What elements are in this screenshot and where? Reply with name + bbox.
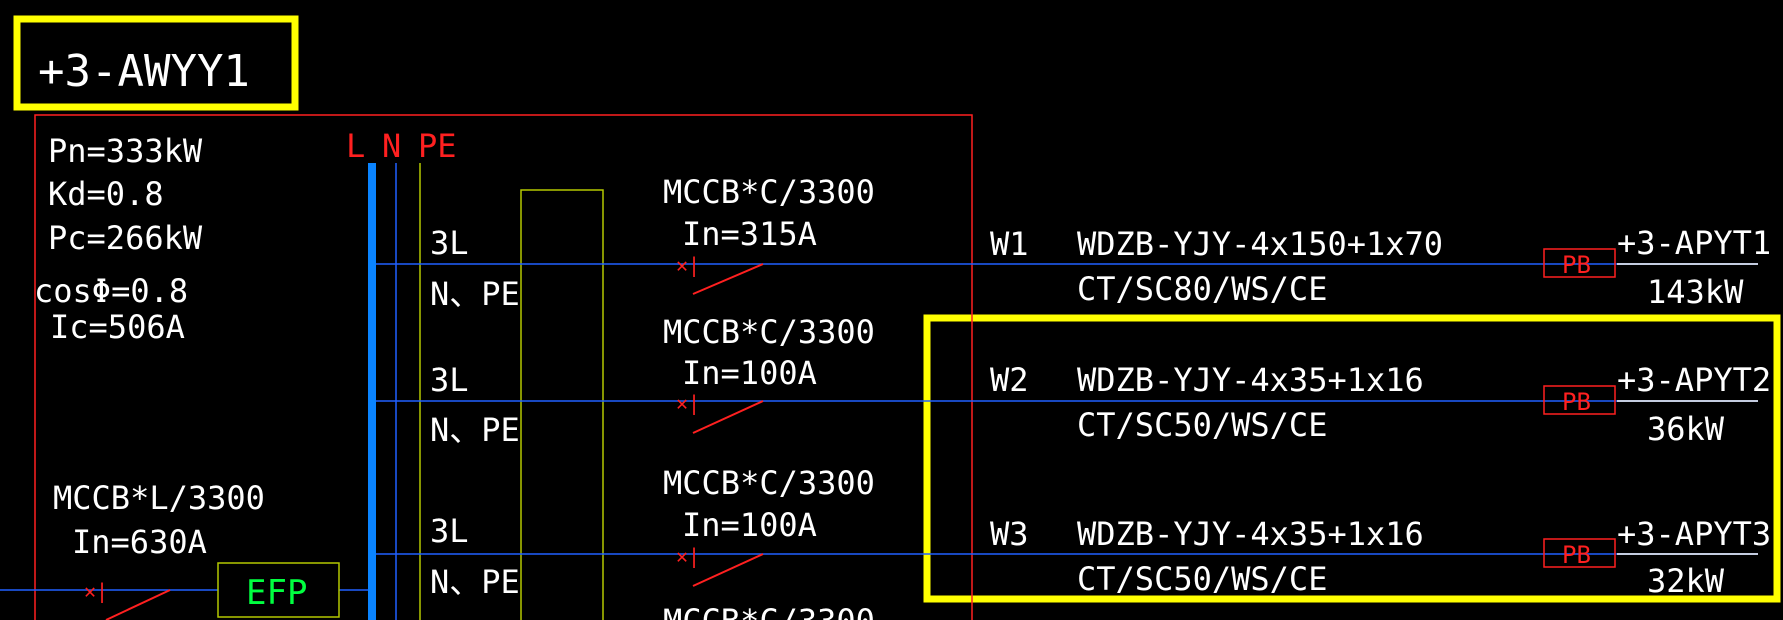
pull-box-label: PB: [1562, 541, 1591, 569]
bus-label-l: L: [346, 127, 365, 165]
dest-panel: +3-APYT3: [1617, 515, 1771, 553]
efp-device-box: [217, 562, 340, 618]
param-cos: cosΦ=0.8: [34, 272, 188, 310]
phase-label: 3L: [430, 224, 469, 262]
param-pn: Pn=333kW: [48, 132, 203, 170]
pull-box: [1543, 538, 1616, 568]
main-breaker-type: MCCB*L/3300: [53, 479, 265, 517]
breaker-contact: [692, 263, 764, 295]
main-breaker-rating: In=630A: [72, 523, 207, 561]
param-ic: Ic=506A: [50, 308, 185, 346]
panel-id-label: +3-AWYY1: [38, 46, 250, 97]
laying-spec: CT/SC50/WS/CE: [1077, 560, 1327, 598]
pull-box-label: PB: [1562, 388, 1591, 416]
efp-device-label: EFP: [246, 573, 307, 613]
next-breaker-partial: MCCB*C/3300: [663, 602, 875, 620]
panel-id-highlight: [13, 15, 299, 111]
pull-box: [1543, 385, 1616, 415]
breaker-trip-icon: ✕|: [676, 544, 700, 568]
circuit-highlight: [923, 314, 1781, 603]
breaker-rating: In=315A: [682, 215, 817, 253]
pull-box: [1543, 248, 1616, 278]
laying-spec: CT/SC80/WS/CE: [1077, 270, 1327, 308]
circuit-w3: 3L N、PE MCCB*C/3300 In=100A ✕| W3 WDZB-Y…: [376, 464, 1771, 601]
line-id: W2: [990, 361, 1029, 399]
pull-box-label: PB: [1562, 251, 1591, 279]
circuit-w2: 3L N、PE MCCB*C/3300 In=100A ✕| W2 WDZB-Y…: [376, 313, 1771, 449]
cable-spec: WDZB-YJY-4x35+1x16: [1077, 361, 1424, 399]
dest-panel: +3-APYT2: [1617, 361, 1771, 399]
bus-label-n: N: [382, 127, 401, 165]
dest-load: 36kW: [1647, 410, 1725, 448]
cable-spec: WDZB-YJY-4x35+1x16: [1077, 515, 1424, 553]
main-busbar: [368, 163, 376, 620]
dest-load: 143kW: [1647, 273, 1744, 311]
breaker-rating: In=100A: [682, 354, 817, 392]
breaker-trip-icon: ✕|: [676, 253, 700, 277]
panel-params: Pn=333kW Kd=0.8 Pc=266kW cosΦ=0.8 Ic=506…: [34, 132, 203, 346]
npe-label: N、PE: [430, 275, 520, 313]
panel-frame: [34, 114, 973, 620]
main-breaker: MCCB*L/3300 In=630A ✕| EFP: [0, 479, 368, 620]
npe-label: N、PE: [430, 411, 520, 449]
laying-spec: CT/SC50/WS/CE: [1077, 406, 1327, 444]
phase-label: 3L: [430, 512, 469, 550]
param-pc: Pc=266kW: [48, 219, 203, 257]
breaker-contact: [692, 553, 764, 587]
device-column: [520, 189, 604, 620]
phase-label: 3L: [430, 361, 469, 399]
param-kd: Kd=0.8: [48, 175, 164, 213]
main-breaker-contact: [105, 589, 171, 620]
breaker-type: MCCB*C/3300: [663, 464, 875, 502]
line-id: W1: [990, 225, 1029, 263]
breaker-trip-icon: ✕|: [676, 391, 700, 415]
breaker-contact: [692, 400, 764, 434]
breaker-rating: In=100A: [682, 506, 817, 544]
cable-spec: WDZB-YJY-4x150+1x70: [1077, 225, 1443, 263]
npe-label: N、PE: [430, 563, 520, 601]
breaker-type: MCCB*C/3300: [663, 173, 875, 211]
line-id: W3: [990, 515, 1029, 553]
breaker-type: MCCB*C/3300: [663, 313, 875, 351]
circuit-w1: 3L N、PE MCCB*C/3300 In=315A ✕| W1 WDZB-Y…: [376, 173, 1771, 313]
dest-load: 32kW: [1647, 562, 1725, 600]
main-breaker-trip-icon: ✕|: [84, 579, 108, 603]
bus-label-pe: PE: [418, 127, 457, 165]
dest-panel: +3-APYT1: [1617, 224, 1771, 262]
